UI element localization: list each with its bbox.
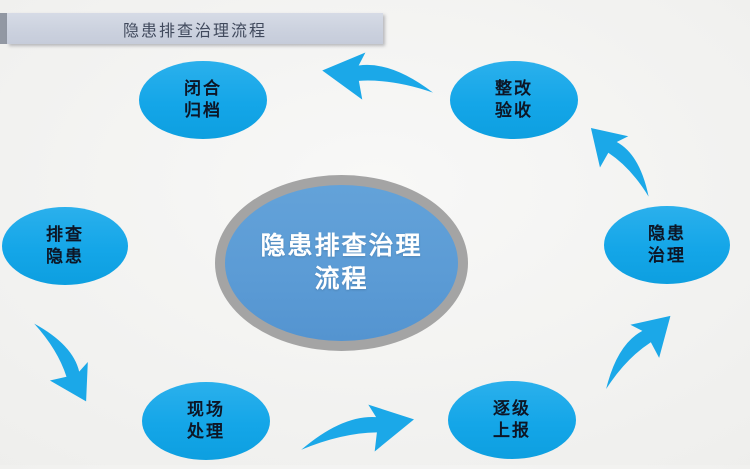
node-onsite-handle-label: 现场 处理 (187, 399, 225, 443)
node-report-up-label: 逐级 上报 (493, 398, 531, 442)
arrow-investigate-to-onsite-icon (34, 323, 88, 402)
node-investigate: 排查 隐患 (2, 207, 128, 285)
node-label-line: 现场 (187, 400, 225, 419)
center-node-label: 隐患排查治理 流程 (260, 230, 422, 296)
node-label-line: 整改 (495, 79, 533, 98)
node-rectify-accept: 整改 验收 (450, 61, 578, 139)
node-label-line: 验收 (495, 101, 533, 120)
node-close-archive-label: 闭合 归档 (184, 78, 222, 122)
node-treat: 隐患 治理 (604, 206, 730, 284)
node-label-line: 处理 (187, 422, 225, 441)
arrow-treat-to-rectify-icon (590, 128, 649, 197)
node-label-line: 隐患 (648, 224, 686, 243)
node-label-line: 治理 (648, 246, 686, 265)
node-label-line: 上报 (493, 421, 531, 440)
slide-title: 隐患排查治理流程 (122, 22, 267, 40)
center-node: 隐患排查治理 流程 (215, 175, 468, 351)
title-bar-left-edge (0, 13, 7, 44)
node-report-up: 逐级 上报 (448, 381, 576, 459)
arrow-report-to-treat-icon (606, 315, 671, 390)
center-node-label-line2: 流程 (314, 265, 369, 293)
node-label-line: 隐患 (46, 247, 84, 266)
arrow-rectify-to-archive-icon (322, 52, 433, 100)
center-node-label-line1: 隐患排查治理 (260, 232, 423, 260)
node-label-line: 归档 (184, 101, 222, 120)
node-investigate-label: 排查 隐患 (46, 224, 84, 268)
node-treat-label: 隐患 治理 (648, 223, 686, 267)
arrow-onsite-to-report-icon (301, 404, 414, 452)
slide-title-bar: 隐患排查治理流程 (7, 13, 383, 44)
node-label-line: 排查 (46, 225, 84, 244)
node-rectify-accept-label: 整改 验收 (495, 78, 533, 122)
node-label-line: 逐级 (493, 399, 531, 418)
node-label-line: 闭合 (184, 79, 222, 98)
node-onsite-handle: 现场 处理 (142, 382, 270, 460)
node-close-archive: 闭合 归档 (139, 61, 267, 139)
